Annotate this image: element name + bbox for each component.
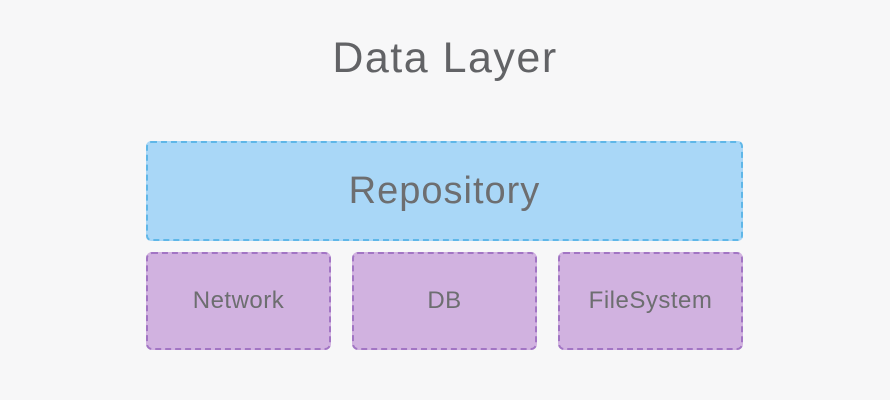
db-label: DB — [427, 287, 462, 314]
data-sources-row: Network DB FileSystem — [146, 252, 743, 350]
repository-label: Repository — [348, 169, 541, 212]
network-label: Network — [192, 287, 285, 314]
filesystem-box: FileSystem — [558, 252, 743, 350]
diagram-body: Repository Network DB FileSystem — [146, 141, 743, 350]
repository-box: Repository — [146, 141, 743, 241]
diagram-title: Data Layer — [332, 34, 558, 82]
network-box: Network — [146, 252, 331, 350]
db-box: DB — [352, 252, 537, 350]
filesystem-label: FileSystem — [588, 287, 713, 314]
